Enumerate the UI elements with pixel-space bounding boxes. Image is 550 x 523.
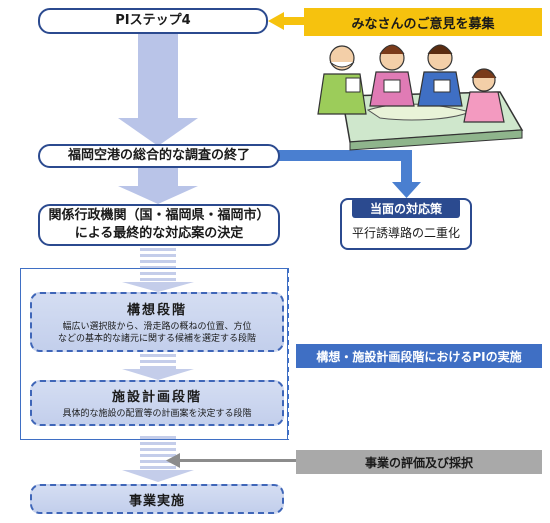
flow-arrow-5	[122, 436, 194, 482]
pi-stage-frame	[20, 268, 288, 440]
measure-arrow	[278, 150, 421, 198]
opinion-arrow	[268, 12, 304, 30]
survey-end-box: 福岡空港の総合的な調査の終了	[38, 144, 280, 168]
measure-title: 当面の対応策	[352, 198, 460, 218]
facility-desc: 具体的な施設の配置等の計画案を決定する段階	[62, 408, 252, 419]
project-box: 事業実施	[30, 484, 284, 514]
decision-box: 関係行政機関（国・福岡県・福岡市） による最終的な対応案の決定	[38, 204, 280, 246]
flow-arrow-3	[122, 248, 194, 292]
measure-body: 平行誘導路の二重化	[351, 226, 460, 240]
survey-end-label: 福岡空港の総合的な調査の終了	[67, 148, 250, 164]
decision-line2: による最終的な対応案の決定	[74, 226, 244, 241]
decision-line1: 関係行政機関（国・福岡県・福岡市）	[48, 208, 270, 224]
evaluation-arrow	[166, 453, 296, 468]
concept-stage-box: 構想段階 幅広い選択肢から、滑走路の概ねの位置、方位 などの基本的な諸元に関する…	[30, 292, 284, 352]
flow-arrow-4	[122, 354, 194, 380]
opinion-text: みなさんのご意見を募集	[351, 16, 495, 32]
flow-arrow-2	[118, 166, 198, 204]
opinion-label: みなさんのご意見を募集	[304, 8, 542, 36]
concept-title: 構想段階	[126, 302, 187, 318]
measure-box: 当面の対応策 平行誘導路の二重化	[340, 198, 472, 250]
evaluation-text: 事業の評価及び採択	[364, 455, 473, 470]
facility-title: 施設計画段階	[111, 389, 202, 405]
facility-stage-box: 施設計画段階 具体的な施設の配置等の計画案を決定する段階	[30, 380, 284, 426]
project-label: 事業実施	[128, 493, 185, 509]
concept-desc-line1: 幅広い選択肢から、滑走路の概ねの位置、方位	[62, 321, 252, 332]
pi-text: 構想・施設計画段階におけるPIの実施	[316, 349, 522, 364]
pi-label: 構想・施設計画段階におけるPIの実施	[296, 344, 542, 368]
step4-box: PIステップ4	[38, 8, 268, 34]
people-illustration	[317, 44, 524, 151]
step4-label: PIステップ4	[115, 13, 191, 29]
evaluation-label: 事業の評価及び採択	[296, 450, 542, 474]
flow-arrow-1	[118, 32, 198, 146]
concept-desc-line2: などの基本的な諸元に関する候補を選定する段階	[57, 334, 256, 344]
